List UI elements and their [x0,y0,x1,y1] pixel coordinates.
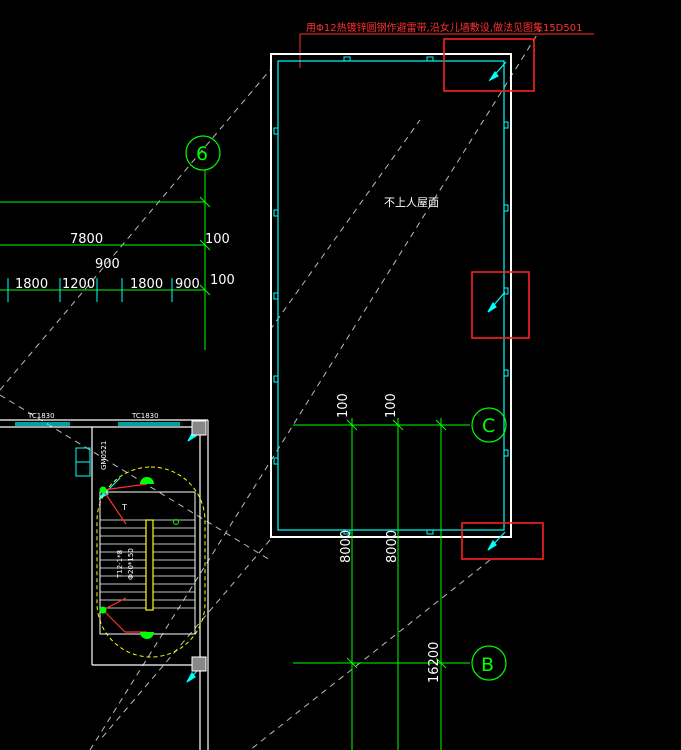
door-gm0521 [75,447,91,477]
highlight-box-bottom [461,522,544,560]
highlight-box-top [443,38,535,92]
roof-outline [270,53,512,538]
stair-size: Ф20*150 [127,548,135,580]
axis-c [293,407,507,443]
dim-1200: 1200 [62,277,95,292]
stair-mark: T [121,503,127,512]
dimension-lines-top [0,196,211,296]
lightning-note: 用Φ12热镀锌圆钢作避雷带,沿女儿墙敷设,做法见图集15D501 [306,21,582,34]
axis-6 [185,135,221,350]
dim-100-v1: 100 [336,393,351,418]
door-tag-gm0521: GM0521 [100,441,108,470]
columns [191,420,207,672]
highlight-box-middle [471,271,530,339]
dim-100-top: 100 [205,232,230,247]
stair-nodes [99,477,179,639]
dim-900-b: 900 [175,277,200,292]
dim-900: 900 [95,257,120,272]
stair-treads [100,519,195,609]
dim-1800-a: 1800 [15,277,48,292]
axis-bubble-c: C [482,415,495,437]
axis-bubble-6: 6 [196,143,208,165]
axis-bubble-b: B [481,654,494,676]
dim-8000-a: 8000 [339,530,354,563]
dim-100-right: 100 [210,273,235,288]
dim-8000-b: 8000 [385,530,400,563]
diagonal-guide-lines [0,29,541,750]
window-tag-tc1830-a: TC1830 [27,412,55,420]
lightning-supports [273,56,509,535]
window-tag-tc1830-b: TC1830 [131,412,159,420]
dim-1800-b: 1800 [130,277,163,292]
dim-16200: 16200 [427,642,442,683]
dim-text-vertical: 100 100 8000 8000 16200 [336,393,442,683]
dimension-ticks-top [7,278,173,302]
downconductor-arrows [98,61,507,683]
note-leader [299,33,594,68]
axis-b [293,645,507,681]
dimension-lines-vertical [346,418,447,750]
stair-windows [15,422,180,426]
stair-walls [0,419,209,750]
stair-oval [96,466,206,658]
dim-7800: 7800 [70,232,103,247]
stair-label: T12-1*8 [116,550,124,579]
dim-100-v2: 100 [384,393,399,418]
roof-label: 不上人屋面 [384,196,439,209]
highlight-boxes [443,38,544,560]
